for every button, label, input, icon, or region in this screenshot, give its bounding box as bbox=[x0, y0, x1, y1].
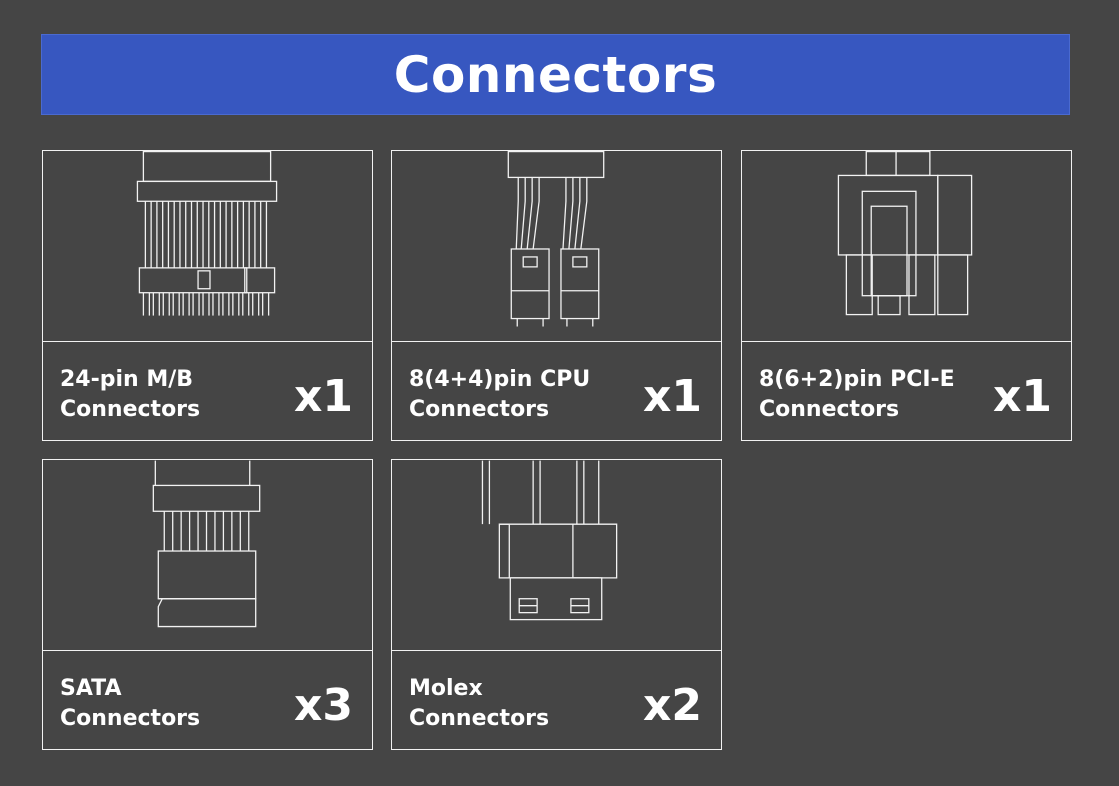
sata-connector-icon bbox=[43, 460, 372, 650]
connector-label: 8(6+2)pin PCI-E Connectors bbox=[759, 365, 955, 425]
cpu-connector-icon bbox=[392, 151, 721, 341]
connector-name: 8(6+2)pin PCI-E bbox=[759, 367, 955, 392]
card-divider bbox=[43, 650, 372, 651]
card-divider bbox=[43, 341, 372, 342]
page-title: Connectors bbox=[393, 45, 718, 104]
connector-sub: Connectors bbox=[60, 706, 201, 731]
connector-card-sata: SATA Connectors x3 bbox=[42, 459, 373, 750]
connector-card-cpu: 8(4+4)pin CPU Connectors x1 bbox=[391, 150, 722, 441]
connector-sub: Connectors bbox=[409, 397, 550, 422]
connector-label: 8(4+4)pin CPU Connectors bbox=[409, 365, 590, 425]
connector-card-24pin: 24-pin M/B Connectors x1 bbox=[42, 150, 373, 441]
connector-label: 24-pin M/B Connectors bbox=[60, 365, 200, 425]
connector-name: Molex bbox=[409, 676, 483, 701]
connector-card-molex: Molex Connectors x2 bbox=[391, 459, 722, 750]
connector-quantity: x1 bbox=[643, 371, 702, 422]
connector-quantity: x1 bbox=[294, 371, 353, 422]
connector-sub: Connectors bbox=[409, 706, 550, 731]
connector-quantity: x2 bbox=[643, 680, 702, 731]
24-pin-connector-icon bbox=[43, 151, 372, 341]
card-divider bbox=[742, 341, 1071, 342]
connector-sub: Connectors bbox=[759, 397, 900, 422]
connector-name: 24-pin M/B bbox=[60, 367, 194, 392]
connector-sub: Connectors bbox=[60, 397, 201, 422]
connector-label: SATA Connectors bbox=[60, 674, 200, 734]
connector-quantity: x3 bbox=[294, 680, 353, 731]
pcie-connector-icon bbox=[742, 151, 1071, 341]
connector-label: Molex Connectors bbox=[409, 674, 549, 734]
connector-name: 8(4+4)pin CPU bbox=[409, 367, 591, 392]
title-banner: Connectors bbox=[41, 34, 1070, 115]
card-divider bbox=[392, 650, 721, 651]
connector-card-pcie: 8(6+2)pin PCI-E Connectors x1 bbox=[741, 150, 1072, 441]
connector-name: SATA bbox=[60, 676, 122, 701]
card-divider bbox=[392, 341, 721, 342]
molex-connector-icon bbox=[392, 460, 721, 650]
connector-quantity: x1 bbox=[993, 371, 1052, 422]
